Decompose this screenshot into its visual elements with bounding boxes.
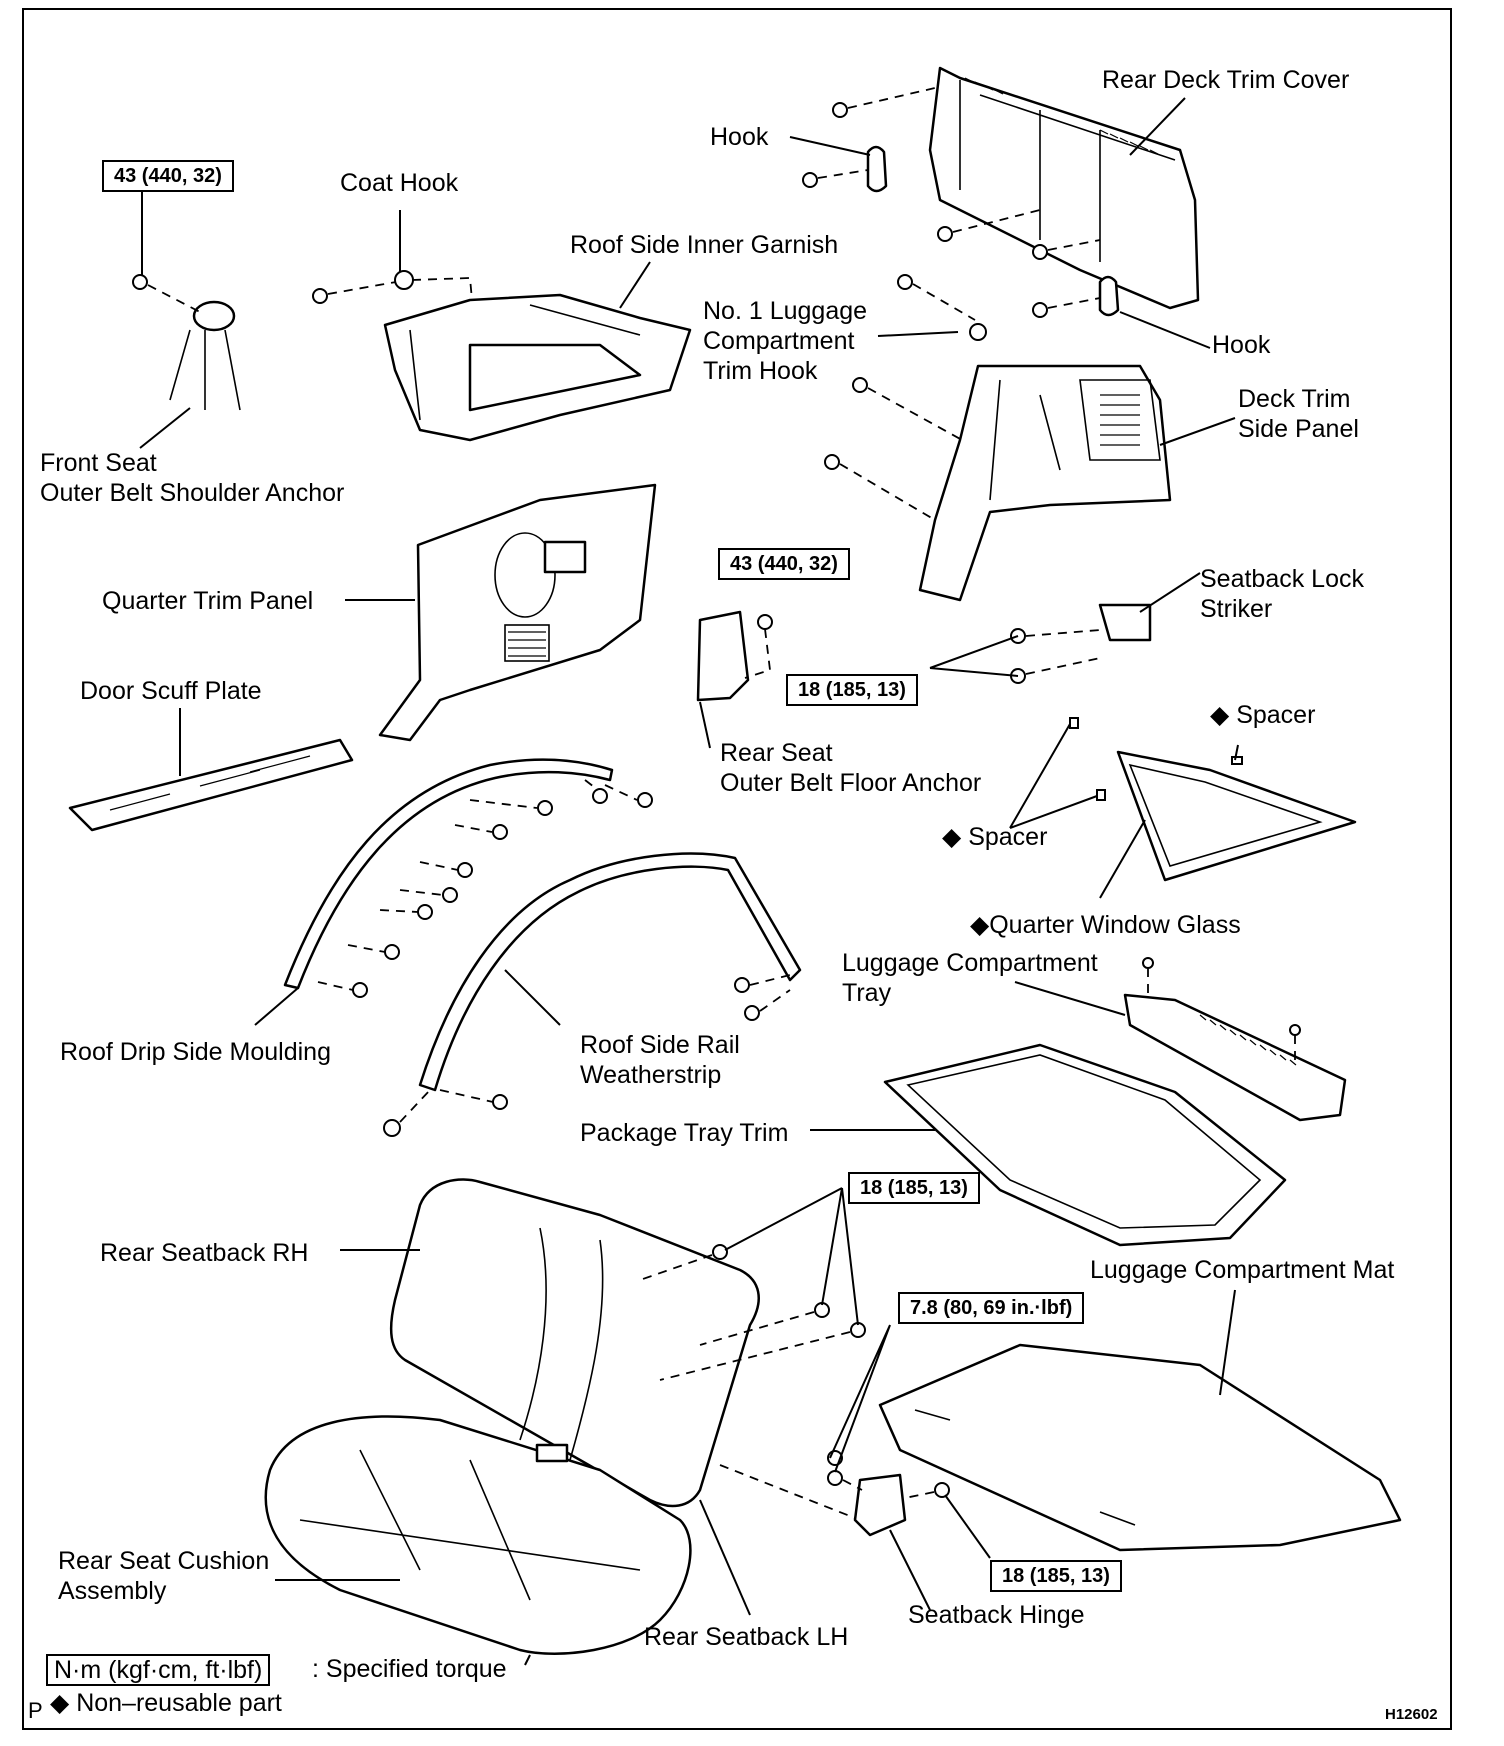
label-deck-trim-side-panel: Deck Trim Side Panel	[1238, 385, 1359, 443]
label-roof-side-rail-weatherstrip: Roof Side Rail Weatherstrip	[580, 1031, 740, 1089]
label-quarter-window-glass: ◆Quarter Window Glass	[970, 910, 1241, 940]
front-seat-anchor-part	[132, 274, 241, 411]
diagram-frame	[22, 8, 1452, 1730]
quarter-window-glass-text: Quarter Window Glass	[989, 911, 1241, 939]
legend-unit-text: : Specified torque	[312, 1655, 507, 1683]
hook-right-part	[1098, 275, 1120, 317]
label-hook-top: Hook	[710, 123, 769, 151]
seatback-lock-striker-part	[1010, 603, 1152, 684]
torque-hinge: 18 (185, 13)	[990, 1560, 1122, 1592]
coat-hook-part	[312, 270, 473, 304]
seatback-hinge-part	[719, 1450, 950, 1537]
spacer-right-text: Spacer	[1236, 701, 1316, 729]
roof-side-rail-weatherstrip-part	[383, 852, 802, 1137]
rear-seatback-part	[389, 1178, 760, 1508]
luggage-compartment-mat-part	[878, 1343, 1402, 1552]
torque-floor-anchor: 43 (440, 32)	[718, 548, 850, 580]
leader-lines	[139, 97, 1239, 1666]
seatback-bolts	[639, 1244, 866, 1381]
torque-hinge-small: 7.8 (80, 69 in.·lbf)	[898, 1292, 1085, 1324]
label-spacer-right: ◆ Spacer	[1210, 700, 1315, 730]
label-spacer-left: ◆ Spacer	[942, 822, 1047, 852]
door-scuff-plate-part	[68, 738, 354, 832]
label-seatback-lock-striker: Seatback Lock Striker	[1200, 565, 1364, 623]
legend-non-reusable-text: Non–reusable part	[76, 1689, 282, 1717]
label-rear-seatback-lh: Rear Seatback LH	[644, 1623, 849, 1651]
quarter-trim-panel-part	[378, 483, 657, 742]
diamond-mark: ◆	[942, 823, 962, 851]
figure-code: H12602	[1385, 1706, 1438, 1723]
legend-p-mark: P	[28, 1698, 43, 1723]
rear-deck-trim-cover-part	[928, 66, 1200, 310]
spacer-left-text: Spacer	[968, 823, 1048, 851]
label-coat-hook: Coat Hook	[340, 169, 459, 197]
label-roof-side-inner-garnish: Roof Side Inner Garnish	[570, 231, 839, 259]
roof-side-inner-garnish-part	[383, 293, 692, 442]
diamond-mark: ◆	[1210, 701, 1230, 729]
label-luggage-compartment-tray: Luggage Compartment Tray	[842, 949, 1098, 1007]
label-roof-drip-side-moulding: Roof Drip Side Moulding	[60, 1038, 331, 1066]
label-door-scuff-plate: Door Scuff Plate	[80, 677, 262, 705]
quarter-window-glass-part	[1069, 717, 1357, 882]
label-luggage-compartment-mat: Luggage Compartment Mat	[1090, 1256, 1395, 1284]
label-luggage-trim-hook: No. 1 Luggage Compartment Trim Hook	[703, 297, 868, 385]
deck-trim-side-panel-part	[824, 323, 1172, 602]
label-rear-seat-cushion: Rear Seat Cushion Assembly	[58, 1547, 270, 1605]
rear-seat-floor-anchor-part	[696, 610, 773, 702]
label-rear-seatback-rh: Rear Seatback RH	[100, 1239, 309, 1267]
package-tray-trim-part	[883, 1043, 1287, 1247]
torque-front-anchor: 43 (440, 32)	[102, 160, 234, 192]
label-front-seat-anchor: Front Seat Outer Belt Shoulder Anchor	[40, 449, 345, 507]
label-hook-right: Hook	[1212, 331, 1271, 359]
roof-drip-side-moulding-part	[283, 758, 653, 998]
torque-seatback: 18 (185, 13)	[848, 1172, 980, 1204]
luggage-compartment-tray-part	[1123, 957, 1347, 1122]
legend-unit-box: N·m (kgf·cm, ft·lbf)	[46, 1654, 271, 1686]
label-rear-deck-trim-cover: Rear Deck Trim Cover	[1102, 66, 1350, 94]
label-seatback-hinge: Seatback Hinge	[908, 1601, 1085, 1629]
label-quarter-trim-panel: Quarter Trim Panel	[102, 587, 314, 615]
diamond-mark: ◆	[970, 911, 990, 939]
label-package-tray-trim: Package Tray Trim	[580, 1119, 789, 1147]
label-rear-seat-floor-anchor: Rear Seat Outer Belt Floor Anchor	[720, 739, 982, 797]
torque-striker: 18 (185, 13)	[786, 674, 918, 706]
rear-deck-bolts	[802, 87, 1101, 321]
rear-seat-cushion-part	[264, 1415, 692, 1655]
hook-top-part	[866, 145, 888, 193]
legend-non-reusable: ◆ Non–reusable part	[50, 1688, 282, 1718]
diamond-mark: ◆	[50, 1689, 70, 1717]
